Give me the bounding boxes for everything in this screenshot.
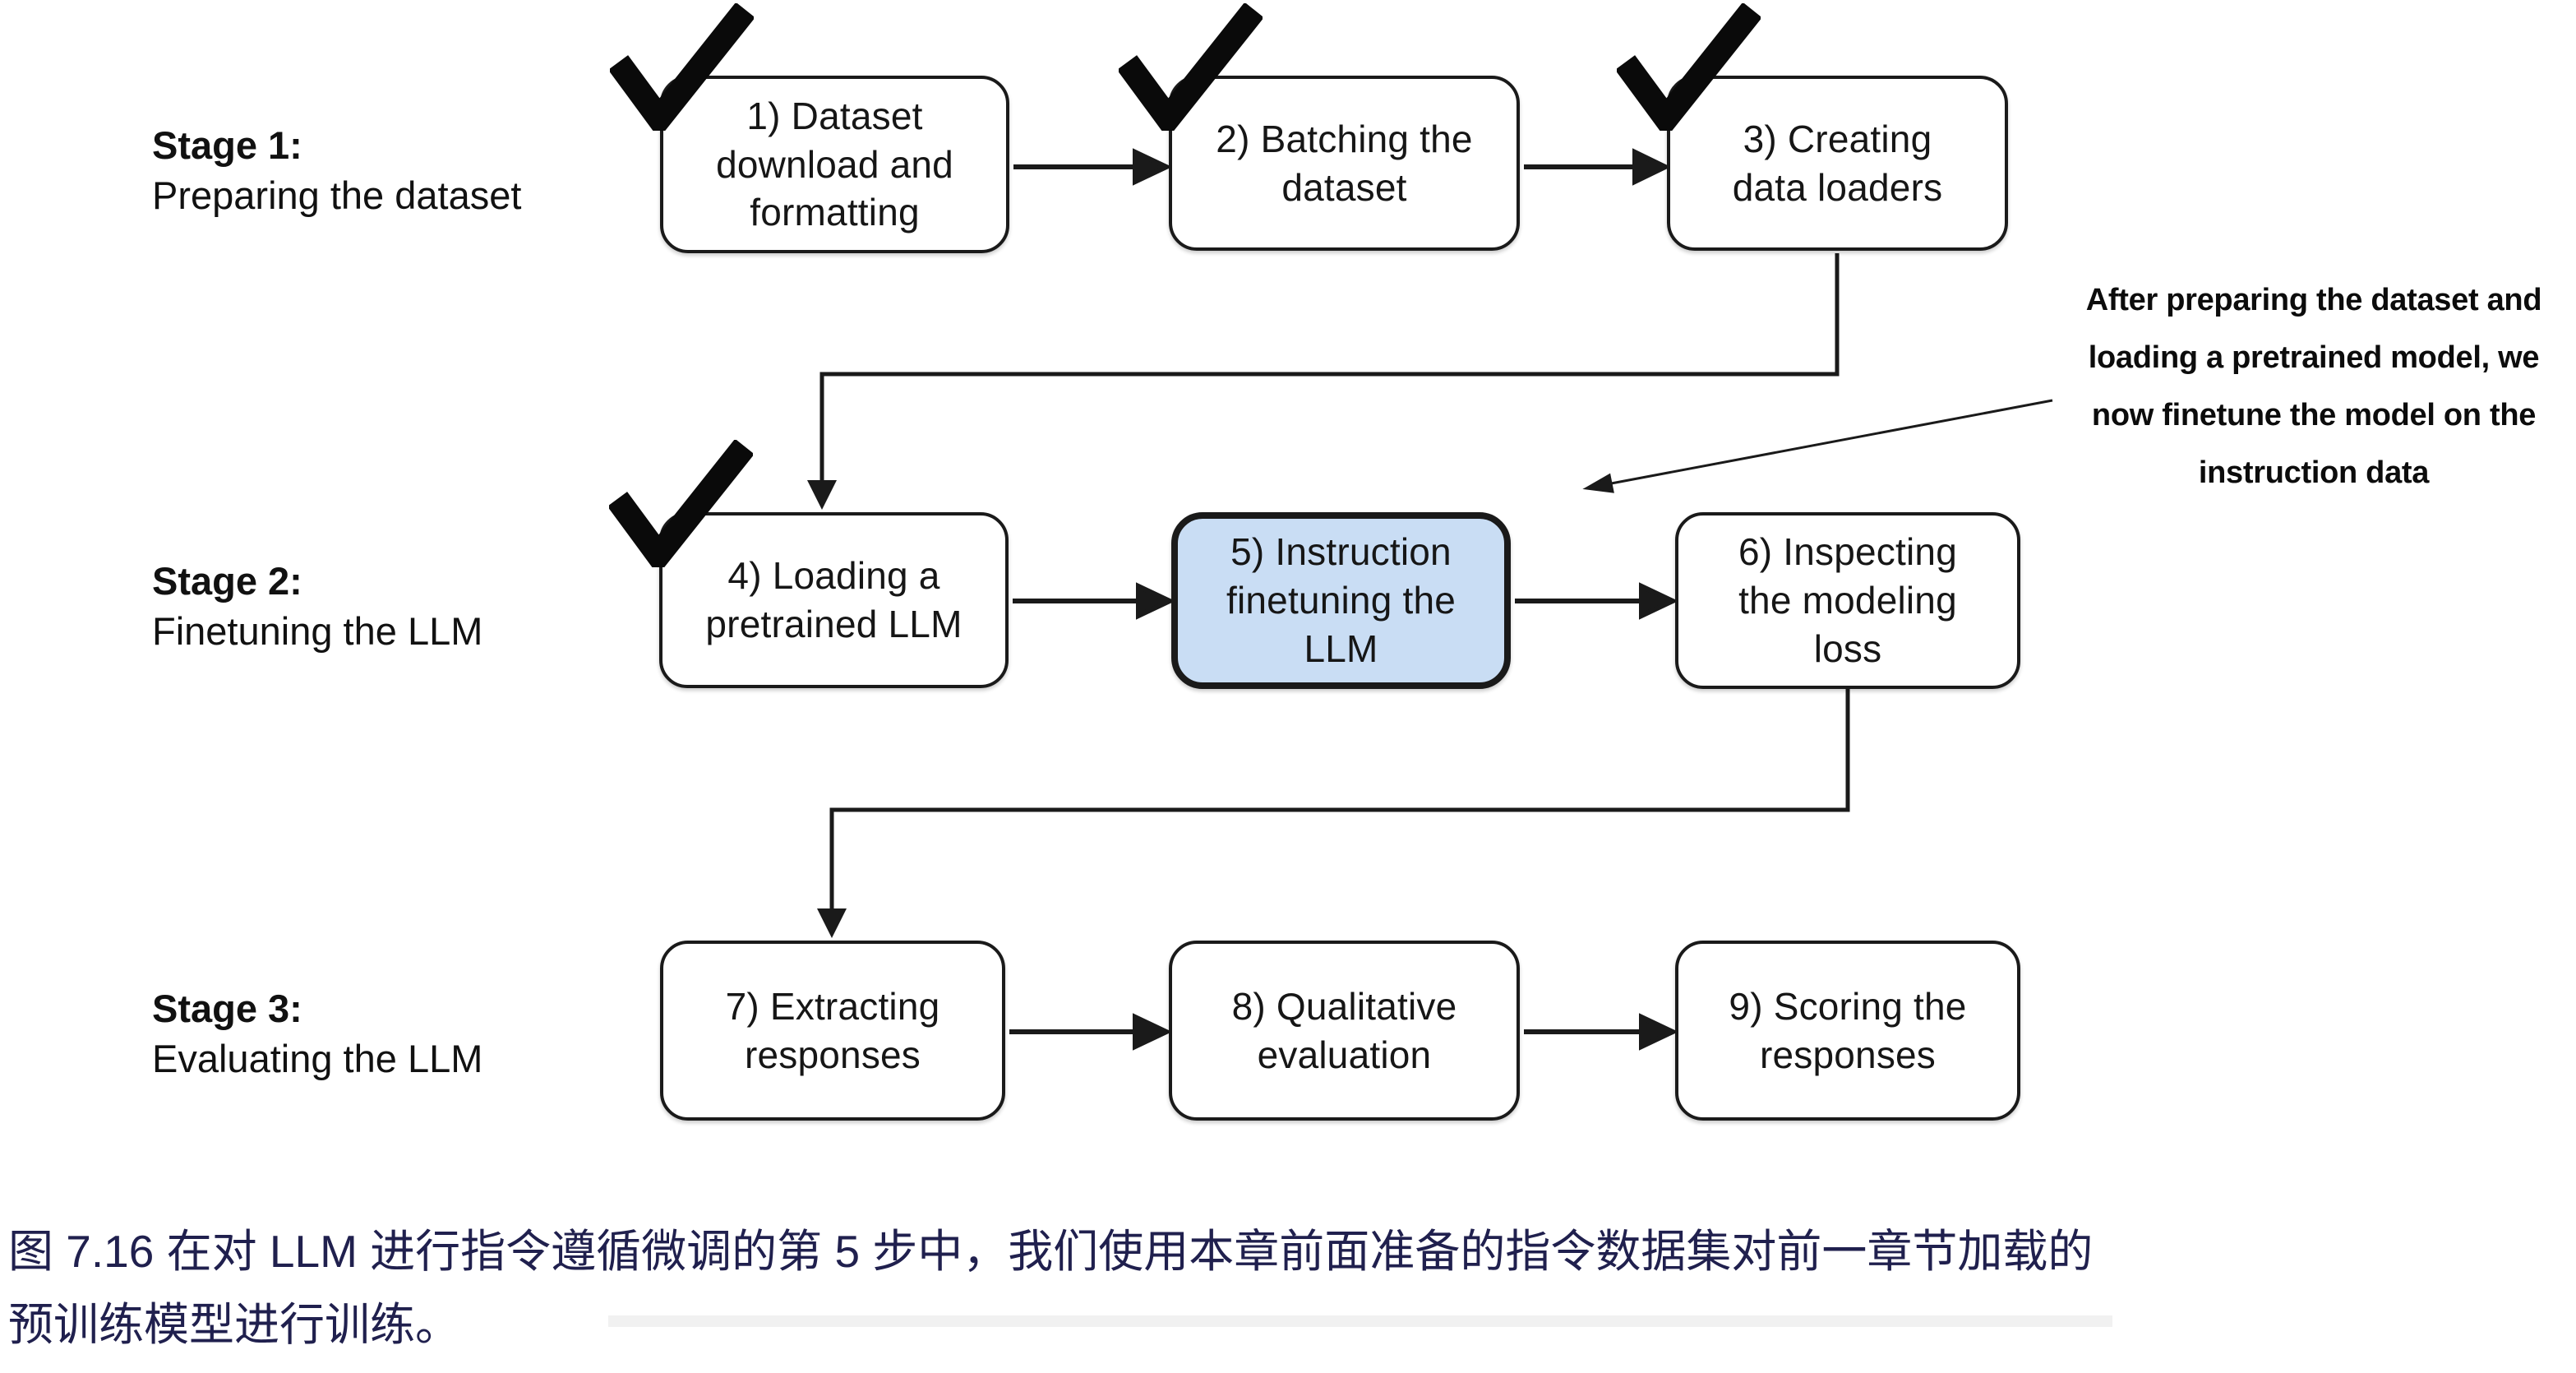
flow-box-label: 1) Dataset download and formatting [716,94,953,234]
arrowhead-box6-box7 [817,908,847,938]
flow-box-4-loading-pretrained: 4) Loading a pretrained LLM [609,440,1009,688]
flow-box-label: 7) Extracting responses [725,984,940,1076]
stage-2-subtitle: Finetuning the LLM [152,609,483,653]
flow-box-label: 3) Creating data loaders [1732,117,1943,209]
elbow-box3-box4 [819,253,1840,480]
flow-box-label: 2) Batching the dataset [1216,117,1473,209]
flow-box-1-dataset-download: 1) Dataset download and formatting [610,3,1009,253]
figure-caption: 图 7.16 在对 LLM 进行指令遵循微调的第 5 步中，我们使用本章前面准备… [8,1226,2094,1350]
arrowhead-box2-box3 [1632,148,1671,186]
flow-box-label: 9) Scoring the responses [1729,984,1967,1076]
arrowhead-box3-box4 [807,480,837,510]
flow-box-7-extracting-responses: 7) Extracting responses [660,941,1005,1121]
stage-3-subtitle: Evaluating the LLM [152,1037,483,1080]
flow-box-6-inspecting-loss: 6) Inspecting the modeling loss [1675,512,2020,689]
arrowhead-box1-box2 [1133,148,1173,186]
flow-box-3-data-loaders: 3) Creating data loaders [1617,3,2008,251]
arrowhead-box5-box6 [1639,582,1679,620]
stage-1-title: Stage 1: [152,123,302,167]
flow-box-label: 5) Instruction finetuning the LLM [1226,530,1457,670]
flow-box-label: 6) Inspecting the modeling loss [1738,530,1957,670]
arrowhead-box4-box5 [1136,582,1176,620]
faint-strip [608,1315,2112,1327]
arrowhead-box7-box8 [1133,1013,1173,1051]
flow-box-label: 8) Qualitative evaluation [1231,984,1457,1076]
stage-2-label: Stage 2: Finetuning the LLM [152,556,482,656]
stage-1-label: Stage 1: Preparing the dataset [152,120,521,220]
annotation-note: After preparing the dataset and loading … [2085,283,2542,490]
elbow-box6-box7 [829,689,1850,908]
stage-2-title: Stage 2: [152,559,302,603]
arrowhead-box8-box9 [1639,1013,1679,1051]
flow-box-8-qualitative-evaluation: 8) Qualitative evaluation [1169,941,1520,1121]
flow-box-5-instruction-finetuning: 5) Instruction finetuning the LLM [1171,512,1511,689]
flow-box-2-batching: 2) Batching the dataset [1119,3,1520,251]
flow-box-9-scoring-responses: 9) Scoring the responses [1675,941,2020,1121]
stage-3-title: Stage 3: [152,987,302,1030]
note-leader-line [1606,399,2053,486]
stage-1-subtitle: Preparing the dataset [152,173,522,217]
note-leader-arrowhead [1582,473,1614,493]
stage-3-label: Stage 3: Evaluating the LLM [152,983,482,1084]
flow-box-label: 4) Loading a pretrained LLM [705,554,963,645]
